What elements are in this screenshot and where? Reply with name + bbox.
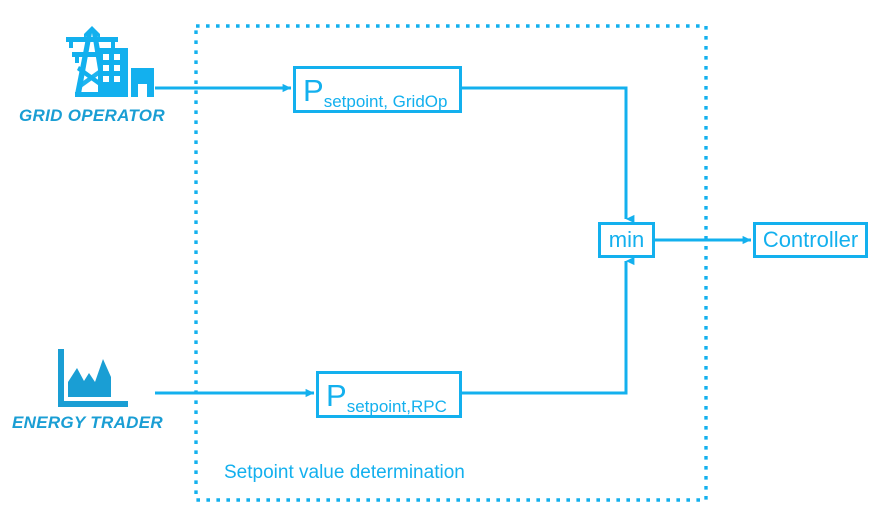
chart-graph-icon [58,349,128,407]
transmission-tower-building-icon [56,22,154,102]
connector-setpoint-rpc-to-min [462,256,635,395]
setpoint-region-caption: Setpoint value determination [224,462,465,483]
setpoint-gridop-symbol: Psetpoint, GridOp [303,73,447,110]
node-min[interactable]: min [598,222,655,258]
connector-setpoint-gridop-to-min [462,86,635,224]
node-setpoint-gridop[interactable]: Psetpoint, GridOp [293,66,462,113]
energy-trader-label: ENERGY TRADER [12,413,163,432]
setpoint-rpc-symbol: Psetpoint,RPC [326,378,447,415]
setpoint-gridop-base: P [303,73,324,108]
min-label: min [608,227,645,252]
setpoint-rpc-base: P [326,378,347,413]
setpoint-rpc-subscript: setpoint,RPC [346,397,447,416]
node-setpoint-rpc[interactable]: Psetpoint,RPC [316,371,462,418]
setpoint-gridop-subscript: setpoint, GridOp [323,92,448,111]
setpoint-region-border [194,24,708,502]
grid-operator-label: GRID OPERATOR [19,106,165,125]
controller-label: Controller [762,227,859,252]
node-controller[interactable]: Controller [753,222,868,258]
